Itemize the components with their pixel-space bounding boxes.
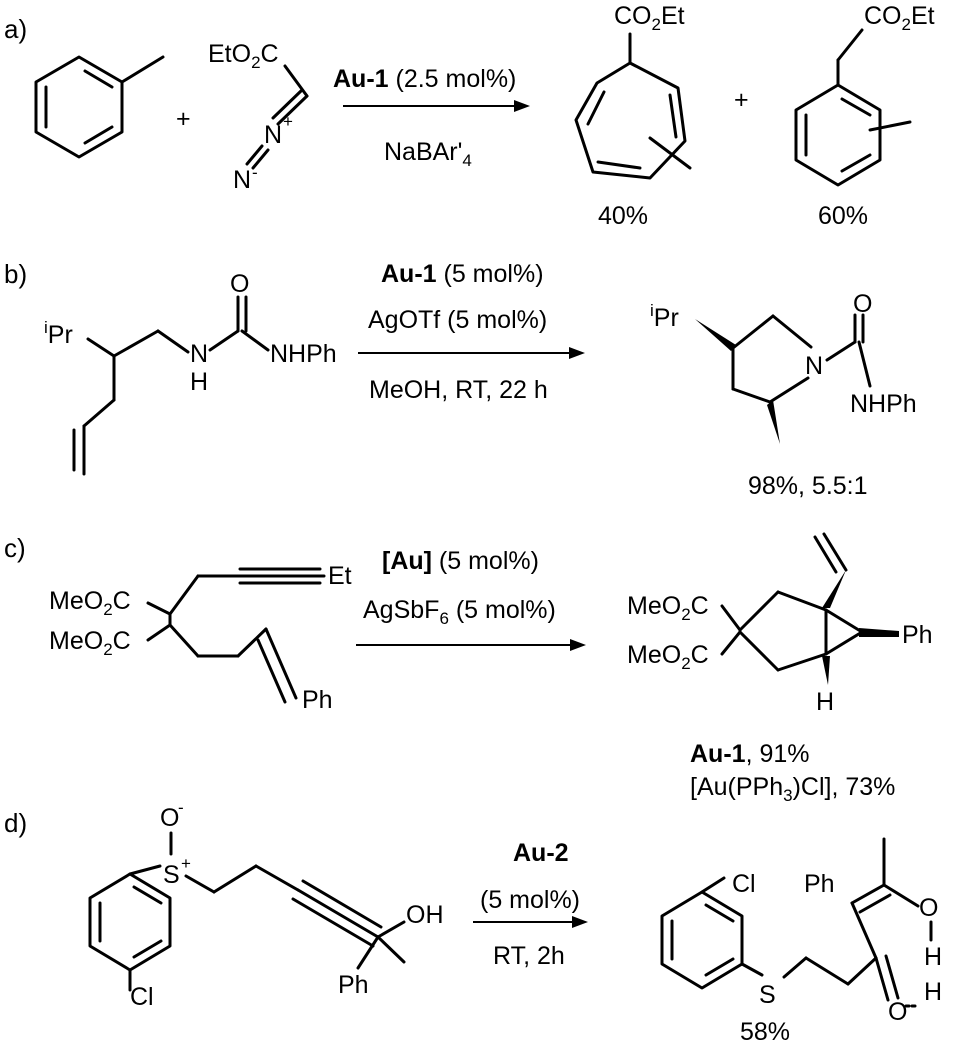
product-n-label: N (805, 352, 823, 380)
urea-n-label: N (190, 340, 208, 368)
enyne-substrate: Et MeO2C MeO2C Ph (49, 562, 352, 714)
ethyl-label: Et (328, 562, 352, 590)
product-nhph-label: NHPh (850, 390, 917, 418)
panel-a-label: a) (4, 14, 27, 44)
yield-product-2: 60% (818, 202, 868, 230)
hydroxyl-label: OH (406, 901, 444, 929)
ester1-label: MeO2C (49, 587, 131, 619)
panel-b-result: 98%, 5.5:1 (748, 472, 868, 500)
panel-d-conditions: RT, 2h (493, 942, 565, 970)
product2-ester-label: CO2Et (864, 2, 935, 34)
sulfonium-s-label: S (163, 861, 180, 889)
panel-c-additive: AgSbF6 (5 mol%) (363, 596, 556, 628)
panel-c-catalyst: [Au] (5 mol%) (382, 547, 539, 575)
diazo-minus-charge: - (252, 163, 258, 182)
pyrrolidine-product: iPr N O NHPh (650, 290, 917, 444)
sulfonium-s-charge: + (181, 854, 191, 873)
product-ester2-label: MeO2C (627, 641, 709, 673)
product1-ester-label: CO2Et (614, 2, 685, 34)
cycloheptatriene-product: CO2Et (574, 2, 692, 180)
sulfoxide-o-charge: - (178, 798, 184, 817)
isopropyl-label: iPr (44, 318, 73, 349)
chloro-label: Cl (130, 983, 154, 1011)
tolylacetate-product: CO2Et (794, 2, 935, 187)
panel-c-label: c) (4, 533, 26, 563)
product-o2-label: O (888, 998, 907, 1026)
product-o1-label: O (919, 894, 938, 922)
sulfoxide-substrate: O - S + Cl OH Ph (88, 798, 444, 1011)
panel-d-yield: 58% (740, 1018, 790, 1042)
panel-a-catalyst: Au-1 (2.5 mol%) (333, 65, 516, 93)
diazo-n-minus: N (233, 166, 251, 194)
panel-b-conditions: MeOH, RT, 22 h (369, 376, 548, 404)
product-s-label: S (759, 981, 776, 1009)
panel-b-catalyst: Au-1 (5 mol%) (381, 260, 544, 288)
panel-a-additive: NaBAr'4 (384, 138, 472, 170)
product-h-label: H (816, 688, 834, 716)
plus-sign: + (176, 105, 191, 133)
product-chloro-label: Cl (732, 870, 756, 898)
panel-b-label: b) (4, 259, 27, 289)
yield-product-1: 40% (598, 202, 648, 230)
diazo-n-plus: N (264, 121, 282, 149)
product-ester1-label: MeO2C (627, 592, 709, 624)
plus-sign-2: + (734, 86, 749, 114)
substrate-phenyl-label: Ph (338, 971, 369, 999)
panel-c-result-1: Au-1, 91% (690, 740, 810, 768)
ester2-label: MeO2C (49, 627, 131, 659)
panel-c-result-2: [Au(PPh3)Cl], 73% (690, 773, 895, 805)
urea-h-label: H (190, 368, 208, 396)
product-h-label: H (924, 943, 942, 971)
panel-d-catalyst: Au-2 (513, 839, 569, 867)
diazo-plus-charge: + (283, 112, 293, 131)
product-h2-label: H (924, 978, 942, 1006)
product-phenyl-label: Ph (902, 621, 933, 649)
panel-d-label: d) (4, 808, 27, 838)
product-phenyl-label: Ph (804, 870, 835, 898)
phenyl-label: Ph (302, 686, 333, 714)
product-o-label: O (853, 290, 872, 318)
diazo-reagent-structure: EtO2C N + N - (208, 40, 309, 194)
product-isopropyl-label: iPr (650, 301, 679, 332)
urea-o-label: O (230, 270, 249, 298)
panel-d-catalyst-loading: (5 mol%) (480, 886, 580, 914)
ester-label: EtO2C (208, 40, 279, 72)
toluene-structure (34, 55, 165, 159)
thioether-enol-product: Cl S O Ph O H H (660, 837, 942, 1026)
aminoalkene-substrate: iPr N H O NHPh (44, 270, 337, 476)
urea-nhph-label: NHPh (270, 340, 337, 368)
panel-b-additive: AgOTf (5 mol%) (368, 306, 547, 334)
bicyclohexane-product: MeO2C MeO2C Ph H (627, 532, 933, 716)
sulfoxide-o-label: O (160, 804, 179, 832)
